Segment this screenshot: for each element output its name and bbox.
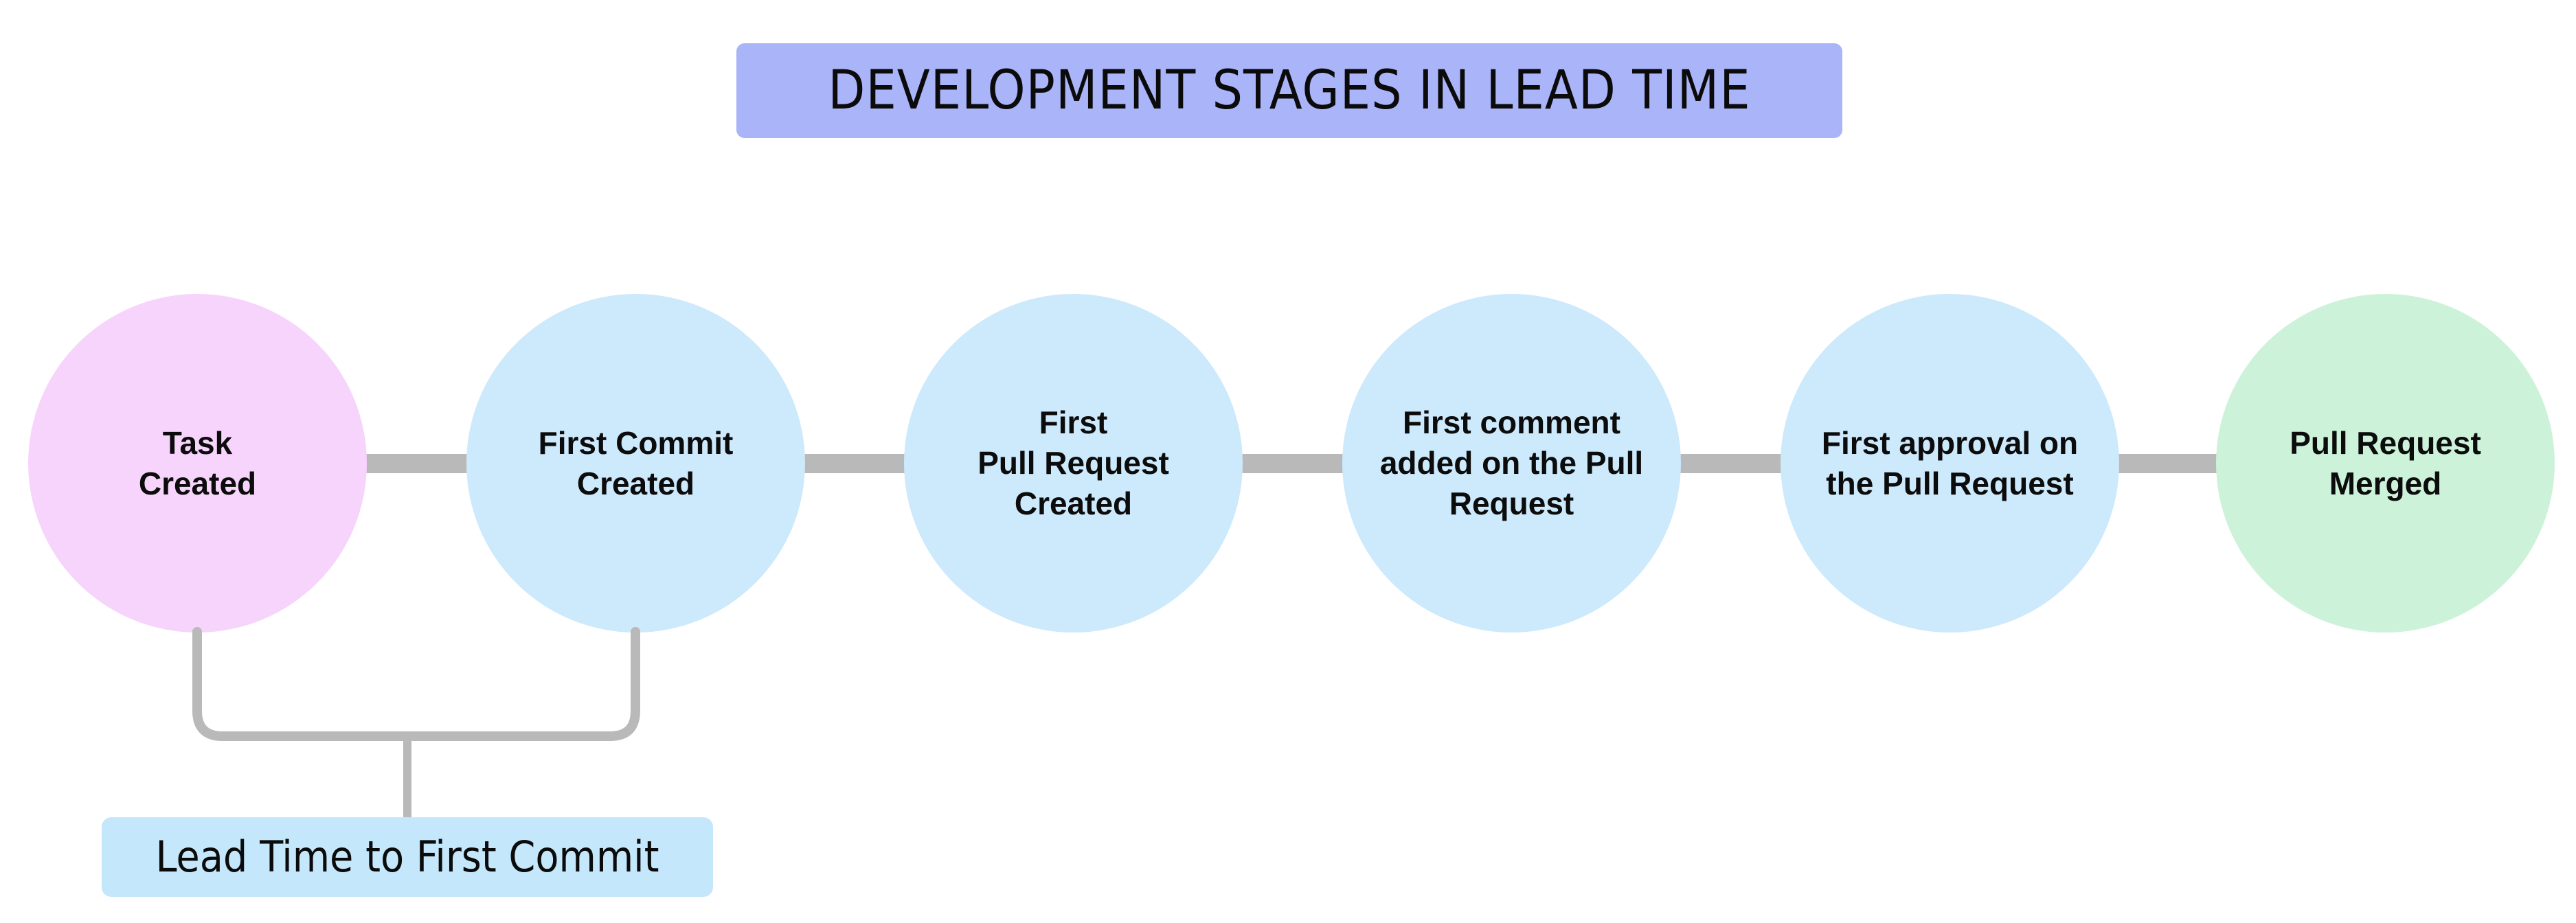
lead-time-annotation-label: Lead Time to First Commit (155, 832, 659, 882)
stage-first-comment-added[interactable]: First comment added on the Pull Request (1342, 294, 1681, 633)
stage-label: Task Created (138, 424, 257, 501)
stage-label: First Commit Created (538, 424, 734, 501)
stage-first-pull-request-created[interactable]: First Pull Request Created (904, 294, 1243, 633)
lead-time-annotation-box: Lead Time to First Commit (102, 817, 713, 897)
page-title: DEVELOPMENT STAGES IN LEAD TIME (828, 60, 1751, 122)
bracket-path (192, 627, 640, 741)
stage-label: Pull Request Merged (2290, 424, 2481, 501)
connector-2-3 (795, 454, 919, 473)
connector-3-4 (1233, 454, 1357, 473)
stage-label: First comment added on the Pull Request (1379, 404, 1644, 521)
stage-pull-request-merged[interactable]: Pull Request Merged (2216, 294, 2555, 633)
stage-first-approval[interactable]: First approval on the Pull Request (1781, 294, 2119, 633)
connector-1-2 (357, 454, 481, 473)
stage-task-created[interactable]: Task Created (28, 294, 367, 633)
connector-5-6 (2110, 454, 2226, 473)
page-title-box: DEVELOPMENT STAGES IN LEAD TIME (736, 43, 1842, 138)
stage-label: First Pull Request Created (978, 404, 1169, 521)
connector-4-5 (1671, 454, 1795, 473)
stage-label: First approval on the Pull Request (1821, 424, 2079, 501)
stage-first-commit-created[interactable]: First Commit Created (466, 294, 805, 633)
